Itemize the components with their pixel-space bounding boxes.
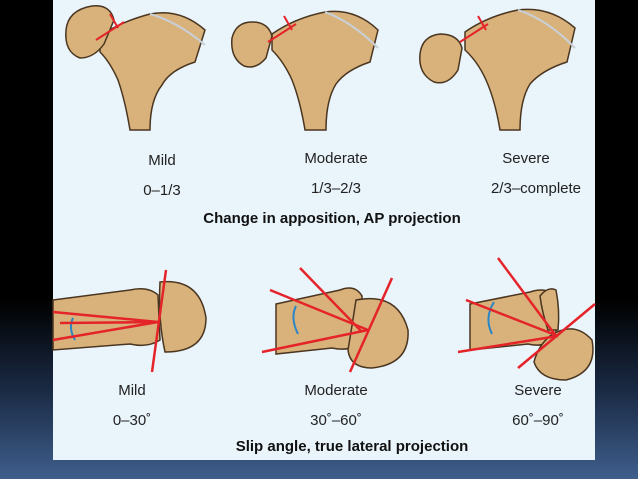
ap-severe-name: Severe (502, 150, 550, 167)
lat-moderate-arc (292, 305, 299, 335)
ap-moderate-name: Moderate (304, 150, 368, 167)
lat-mild-arc (69, 317, 76, 341)
ap-femur-moderate (231, 10, 379, 131)
ap-severe-physis (517, 9, 576, 49)
lat-moderate-line-a (269, 288, 369, 332)
lat-moderate-line-d (348, 277, 394, 373)
lat-severe-line-d (517, 303, 596, 369)
lateral-femur-mild (52, 269, 207, 373)
ap-severe-range: 2/3–complete (490, 180, 582, 197)
lat-mild-line-c (59, 320, 161, 325)
ap-severe-slip-tick (477, 15, 487, 31)
ap-femur-severe (419, 8, 576, 131)
lat-severe-name: Severe (514, 382, 562, 399)
ap-moderate-physis (324, 11, 379, 49)
lat-severe-line-a (465, 298, 559, 338)
lat-moderate-range: 30˚–60˚ (310, 412, 362, 429)
ap-mild-neck (99, 12, 206, 131)
ap-mild-range: 0–1/3 (143, 182, 181, 199)
ap-mild-physis (149, 13, 206, 46)
lat-severe-line-c (496, 257, 558, 337)
ap-mild-slip-line (95, 21, 125, 41)
lat-mild-range: 0–30˚ (112, 412, 152, 429)
lat-severe-arc (487, 301, 495, 335)
lat-mild-neck (52, 288, 161, 351)
lat-moderate-line-c (299, 267, 363, 333)
lat-mild-line-a (52, 310, 159, 324)
lat-moderate-head (347, 297, 409, 369)
lat-mild-name: Mild (118, 382, 146, 399)
lateral-femur-severe (457, 257, 596, 381)
ap-moderate-range: 1/3–2/3 (310, 180, 362, 197)
lat-mild-line-d (150, 269, 168, 373)
ap-severe-head (419, 33, 463, 84)
lat-mild-line-b (52, 320, 159, 342)
ap-femur-mild (65, 5, 206, 131)
lat-severe-line-b (457, 334, 559, 354)
ap-moderate-head (231, 21, 273, 68)
ap-mild-slip-tick (109, 13, 119, 29)
lat-moderate-line-b (261, 328, 369, 354)
ap-moderate-slip-tick (283, 15, 293, 31)
lateral-projection-caption: Slip angle, true lateral projection (235, 438, 469, 455)
ap-projection-caption: Change in apposition, AP projection (203, 210, 461, 227)
lat-severe-range: 60˚–90˚ (512, 412, 564, 429)
ap-mild-name: Mild (148, 152, 176, 169)
lat-moderate-name: Moderate (304, 382, 368, 399)
lateral-femur-moderate (261, 267, 409, 373)
lat-severe-upper-lip (539, 288, 560, 331)
lat-mild-head (158, 280, 207, 353)
